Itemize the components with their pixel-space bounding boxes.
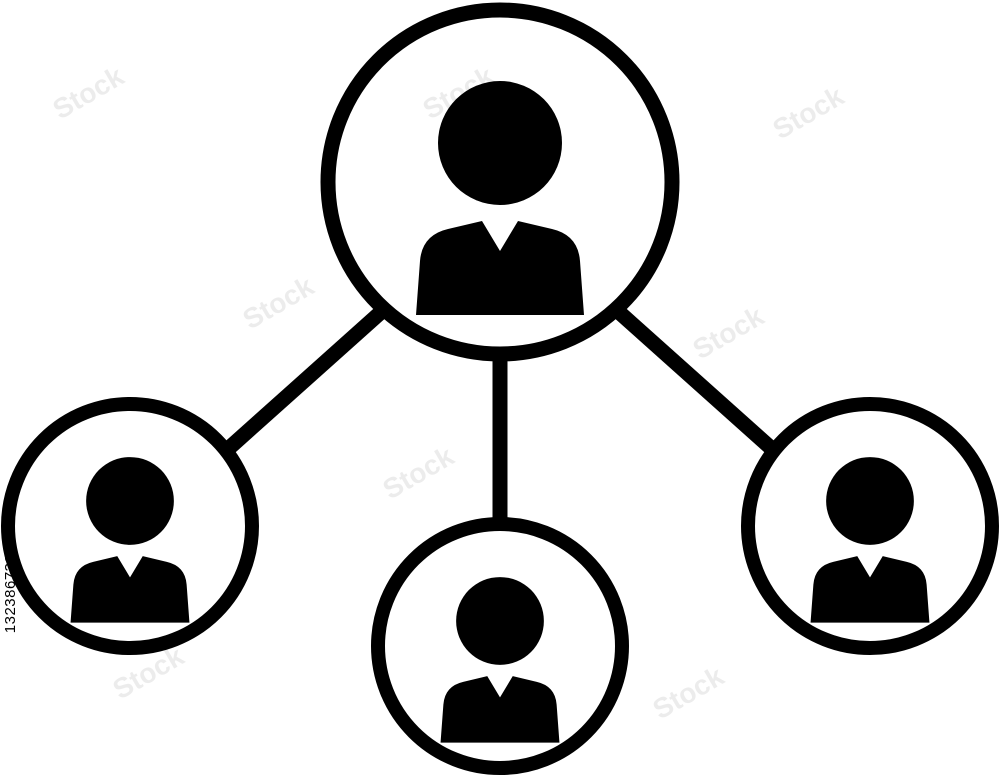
connector-lines — [222, 307, 778, 519]
connector-right — [614, 307, 778, 455]
watermark-text: Stock — [688, 300, 770, 365]
root-person-node — [320, 2, 680, 362]
connector-left — [222, 307, 386, 455]
watermark-text: Stock — [768, 80, 850, 145]
watermark-text: Stock — [378, 440, 460, 505]
image-id-label: 1323867332 — [2, 544, 19, 634]
watermark-text: Stock — [648, 660, 730, 725]
watermark-text: Stock — [48, 60, 130, 125]
child-person-node-right — [741, 397, 999, 655]
watermark-text: Stock — [238, 270, 320, 335]
child-person-node-left — [1, 397, 259, 655]
child-person-node-bottom — [371, 517, 629, 775]
